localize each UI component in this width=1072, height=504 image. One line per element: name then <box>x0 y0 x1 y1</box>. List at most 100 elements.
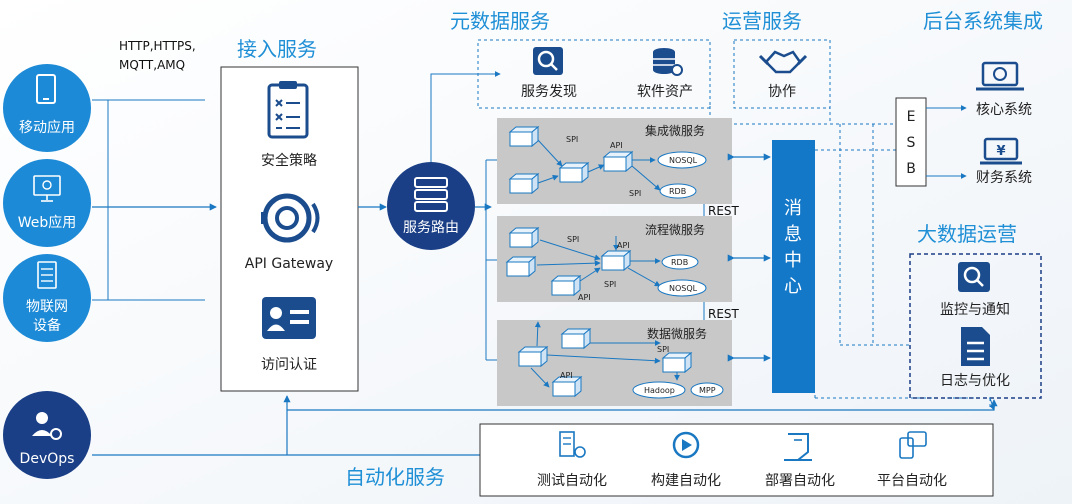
test-automation-item: 测试自动化 <box>537 431 607 489</box>
operations-service-box <box>733 39 831 109</box>
message-center: 消 息 中 心 <box>772 140 815 393</box>
finance-system-item: ¥ 财务系统 <box>976 137 1032 186</box>
api-gateway-item: API Gateway <box>245 193 333 272</box>
devops-user-icon <box>36 412 48 424</box>
access-item-security: 安全策略 <box>261 152 317 169</box>
protocol-line-1: HTTP,HTTPS, <box>119 39 196 53</box>
cube <box>661 351 693 374</box>
label-spi: SPI <box>567 235 579 244</box>
access-item-api-gateway: API Gateway <box>245 256 333 272</box>
esb-box <box>895 97 927 187</box>
client-label-iot: 物联网 <box>26 299 68 315</box>
deploy-automation-item: 部署自动化 <box>765 433 835 489</box>
cube <box>558 161 590 184</box>
log-optimize-item: 日志与优化 <box>940 327 1010 389</box>
cube <box>600 249 632 272</box>
client-devops: DevOps <box>3 391 91 479</box>
cube <box>560 327 592 350</box>
message-center-char: 中 <box>784 250 802 271</box>
router-server-icon <box>414 177 448 188</box>
label-spi: SPI <box>657 345 669 354</box>
security-policy-item: 安全策略 <box>261 81 317 169</box>
nosql-db <box>657 151 707 169</box>
bigdata-box <box>909 253 1042 399</box>
id-card-icon <box>262 297 316 339</box>
core-monitor-icon <box>981 61 1019 87</box>
section-title-metadata: 元数据服务 <box>450 9 550 33</box>
rdb-db <box>659 183 697 199</box>
nosql-db <box>657 279 707 297</box>
label-spi: SPI <box>629 189 641 198</box>
test-icon <box>559 431 575 457</box>
client-label-devops: DevOps <box>20 451 75 467</box>
client-mobile: 移动应用 <box>3 64 91 152</box>
process-panel-title: 流程微服务 <box>645 222 705 237</box>
finance-register-icon <box>983 137 1019 161</box>
document-icon <box>961 327 990 366</box>
bigdata-item-monitor: 监控与通知 <box>940 301 1010 318</box>
label-spi: SPI <box>566 135 578 144</box>
access-item-auth: 访问认证 <box>261 357 317 373</box>
label-nosql: NOSQL <box>669 284 698 293</box>
metadata-service-box <box>477 39 711 109</box>
label-api: API <box>560 371 573 380</box>
cube <box>508 172 540 195</box>
section-title-operations: 运营服务 <box>722 9 802 33</box>
rest-label-1: REST <box>708 204 740 218</box>
cube <box>508 226 540 249</box>
label-mpp: MPP <box>699 386 716 395</box>
panel-integration-microservice: 集成微服务 SPI API NOSQL SPI RDB <box>497 118 732 204</box>
protocol-line-2: MQTT,AMQ <box>119 58 185 72</box>
esb-letter: S <box>907 135 916 151</box>
software-assets-item: 软件资产 <box>637 48 693 100</box>
label-nosql: NOSQL <box>669 156 698 165</box>
gear-icon <box>50 428 62 440</box>
automation-item-test: 测试自动化 <box>537 473 607 489</box>
label-spi: SPI <box>604 280 616 289</box>
data-panel-title: 数据微服务 <box>647 326 707 341</box>
label-api: API <box>610 141 623 150</box>
svg-text:¥: ¥ <box>996 144 1005 159</box>
client-label-device: 设备 <box>33 317 61 334</box>
message-center-char: 消 <box>784 198 802 219</box>
cube <box>550 274 582 297</box>
access-auth-item: 访问认证 <box>261 297 317 373</box>
service-discovery-item: 服务发现 <box>521 47 577 100</box>
handshake-icon <box>764 50 802 74</box>
label-api: API <box>617 241 630 250</box>
esb-letter: E <box>907 109 916 125</box>
section-title-backend: 后台系统集成 <box>923 9 1043 33</box>
backend-item-finance: 财务系统 <box>976 170 1032 186</box>
core-system-item: 核心系统 <box>976 61 1032 118</box>
cube <box>602 150 634 173</box>
esb-letter: B <box>906 161 916 177</box>
cube <box>551 375 583 398</box>
build-gear-icon <box>672 431 700 459</box>
client-label-web: Web应用 <box>18 214 77 231</box>
monitor-notify-item: 监控与通知 <box>940 262 1010 318</box>
server-device-icon <box>37 261 57 289</box>
section-title-access: 接入服务 <box>237 37 317 61</box>
section-title-automation: 自动化服务 <box>345 465 445 489</box>
rdb-db <box>661 254 699 270</box>
bigdata-item-log: 日志与优化 <box>940 373 1010 389</box>
metadata-item-discovery: 服务发现 <box>521 84 577 100</box>
section-title-bigdata: 大数据运营 <box>917 222 1017 246</box>
platform-devices-icon <box>899 437 914 459</box>
router-label: 服务路由 <box>403 220 459 236</box>
cube <box>508 125 540 148</box>
collaboration-item: 协作 <box>758 50 808 100</box>
hadoop-db <box>632 381 686 399</box>
integration-panel-title: 集成微服务 <box>645 123 705 138</box>
mpp-db <box>690 382 724 398</box>
mobile-phone-icon <box>36 74 56 104</box>
platform-automation-item: 平台自动化 <box>877 431 947 489</box>
label-rdb: RDB <box>671 258 688 267</box>
automation-item-platform: 平台自动化 <box>877 473 947 489</box>
label-api: API <box>578 293 591 302</box>
client-web: Web应用 <box>3 159 91 247</box>
operations-item-collaboration: 协作 <box>768 84 796 100</box>
panel-process-microservice: 流程微服务 SPI API RDB NOSQL SPI API <box>497 216 732 302</box>
